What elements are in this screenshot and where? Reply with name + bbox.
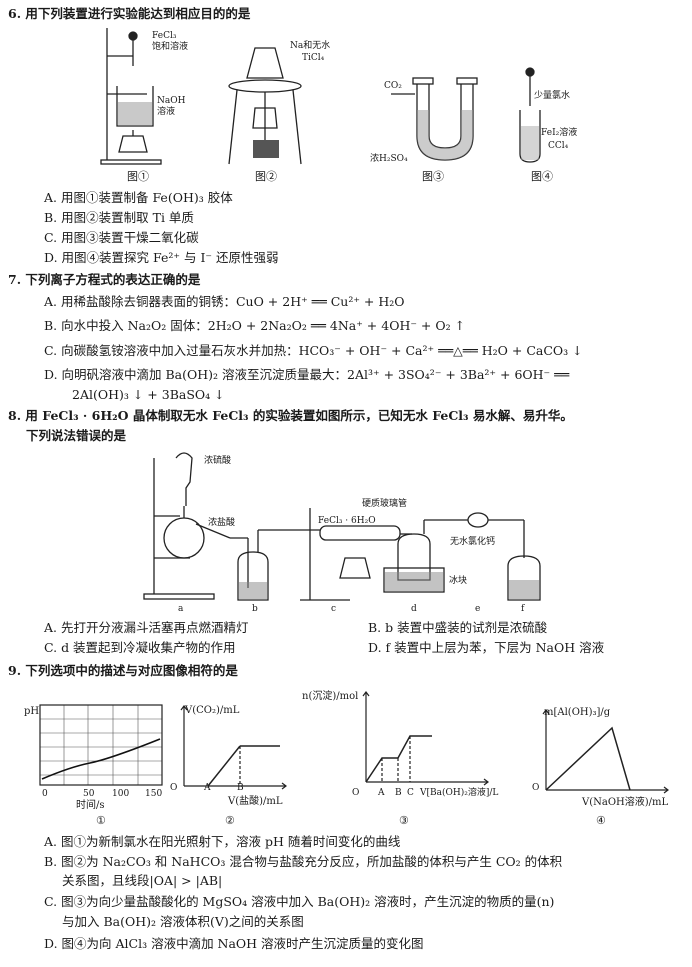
q8-stem-continued: 下列说法错误的是 — [26, 428, 127, 443]
fig4-label-chlorine: 少量氯水 — [534, 91, 571, 101]
fig3-label-h2so4: 浓H₂SO₄ — [370, 154, 408, 164]
q9-graph-2-co2-volume — [180, 705, 287, 790]
q6-figure-2-apparatus — [228, 47, 302, 165]
q9-option-b: B. 图②为 Na₂CO₃ 和 NaHCO₃ 混合物与盐酸充分反应，所加盐酸的体… — [44, 854, 563, 869]
q8-label-a: a — [178, 604, 184, 614]
q8-label-f: f — [521, 604, 525, 614]
fig4-label-fei2: FeI₂溶液 — [541, 128, 578, 138]
q9-option-d: D. 图④为向 AlCl₃ 溶液中滴加 NaOH 溶液时产生沉淀质量的变化图 — [44, 936, 424, 951]
fig3-label-co2: CO₂ — [384, 81, 402, 91]
fig2-label-ticl4: TiCl₄ — [302, 53, 325, 63]
q6-option-d: D. 用图④装置探究 Fe²⁺ 与 I⁻ 还原性强弱 — [44, 250, 279, 265]
q8-apparatus-diagram — [143, 452, 541, 601]
g1-caption: ① — [96, 814, 106, 827]
q8-label-b: b — [252, 604, 258, 614]
q9-stem: 9. 下列选项中的描述与对应图像相符的是 — [8, 663, 238, 678]
q7-option-b: B. 向水中投入 Na₂O₂ 固体：2H₂O + 2Na₂O₂ ══ 4Na⁺ … — [44, 318, 466, 333]
q8-option-d: D. f 装置中上层为苯，下层为 NaOH 溶液 — [368, 640, 605, 655]
q6-figure-1-apparatus — [100, 28, 162, 165]
q8-label-fecl3: FeCl₃ · 6H₂O — [318, 516, 376, 526]
fig1-label-naoh: NaOH — [157, 96, 186, 106]
g4-xlabel: V(NaOH溶液)/mL — [582, 797, 669, 808]
q7-option-a: A. 用稀盐酸除去铜器表面的铜锈：CuO + 2H⁺ ══ Cu²⁺ + H₂O — [44, 294, 405, 309]
q6-figure-3-u-tube — [391, 77, 478, 161]
fig1-label-fecl3: FeCl₃ — [152, 31, 177, 41]
q9-option-c-continued: 与加入 Ba(OH)₂ 溶液体积(V)之间的关系图 — [62, 914, 304, 929]
q9-option-b-continued: 关系图，且线段|OA| > |AB| — [62, 873, 223, 888]
q9-graph-4-aloh3-mass — [542, 709, 669, 794]
g1-tick-100: 100 — [112, 789, 130, 799]
q7-option-d: D. 向明矾溶液中滴加 Ba(OH)₂ 溶液至沉淀质量最大：2Al³⁺ + 3S… — [44, 367, 570, 382]
g1-tick-150: 150 — [145, 789, 163, 799]
q6-option-c: C. 用图③装置干燥二氧化碳 — [44, 230, 199, 245]
q9-option-c: C. 图③为向少量盐酸酸化的 MgSO₄ 溶液中加入 Ba(OH)₂ 溶液时，产… — [44, 894, 555, 909]
q8-label-ice: 冰块 — [449, 576, 468, 586]
fig2-caption: 图② — [255, 170, 277, 183]
q6-option-b: B. 用图②装置制取 Ti 单质 — [44, 210, 194, 225]
q7-option-c: C. 向碳酸氢铵溶液中加入过量石灰水并加热：HCO₃⁻ + OH⁻ + Ca²⁺… — [44, 343, 583, 358]
g3-point-a: A — [378, 788, 385, 798]
q7-option-d-continued: 2Al(OH)₃ ↓ + 3BaSO₄ ↓ — [72, 387, 225, 402]
q9-option-a: A. 图①为新制氯水在阳光照射下，溶液 pH 随着时间变化的曲线 — [44, 834, 401, 849]
q7-stem: 7. 下列离子方程式的表达正确的是 — [8, 272, 201, 287]
fig4-label-ccl4: CCl₄ — [548, 141, 569, 151]
g3-origin: O — [352, 788, 360, 798]
q6-figure-4-test-tube — [519, 67, 541, 163]
g2-ylabel: V(CO₂)/mL — [185, 705, 240, 716]
g3-ylabel: n(沉淀)/mol — [302, 691, 359, 702]
q9-graph-3-precipitate-moles — [362, 691, 489, 786]
q8-label-e: e — [475, 604, 481, 614]
q8-label-conc-hcl: 浓盐酸 — [208, 518, 236, 528]
g1-xlabel: 时间/s — [76, 800, 105, 811]
fig1-caption: 图① — [127, 170, 149, 183]
g2-caption: ② — [225, 814, 235, 827]
fig3-caption: 图③ — [422, 170, 444, 183]
g2-xlabel: V(盐酸)/mL — [228, 796, 283, 807]
fig1-label-saturated: 饱和溶液 — [152, 42, 189, 52]
g2-point-b: B — [237, 783, 244, 793]
q8-option-b: B. b 装置中盛装的试剂是浓硫酸 — [368, 620, 548, 635]
g2-point-a: A — [204, 783, 211, 793]
q9-graph-1-ph-curve — [39, 704, 163, 786]
q8-option-a: A. 先打开分液漏斗活塞再点燃酒精灯 — [44, 620, 249, 635]
g3-xlabel: V[Ba(OH)₂溶液]/L — [420, 788, 499, 798]
g1-tick-50: 50 — [83, 789, 95, 799]
q8-label-d: d — [411, 604, 417, 614]
q6-stem: 6. 用下列装置进行实验能达到相应目的的是 — [8, 6, 251, 21]
q8-option-c: C. d 装置起到冷凝收集产物的作用 — [44, 640, 236, 655]
q8-label-c: c — [331, 604, 337, 614]
g4-caption: ④ — [596, 814, 606, 827]
fig4-caption: 图④ — [531, 170, 553, 183]
fig2-label-na: Na和无水 — [290, 41, 331, 51]
q8-label-cacl2: 无水氯化钙 — [450, 537, 496, 547]
g4-ylabel: m[Al(OH)₃]/g — [544, 707, 611, 718]
g2-origin: O — [170, 783, 178, 793]
g3-point-b: B — [395, 788, 402, 798]
g4-origin: O — [532, 783, 540, 793]
g3-point-c: C — [407, 788, 414, 798]
q6-option-a: A. 用图①装置制备 Fe(OH)₃ 胶体 — [44, 190, 233, 205]
q8-label-tube: 硬质玻璃管 — [362, 499, 408, 509]
q8-label-conc-h2so4: 浓硫酸 — [204, 456, 232, 466]
g1-tick-0: 0 — [42, 789, 48, 799]
g3-caption: ③ — [399, 814, 409, 827]
fig1-label-solution: 溶液 — [157, 107, 176, 117]
q8-stem: 8. 用 FeCl₃ · 6H₂O 晶体制取无水 FeCl₃ 的实验装置如图所示… — [8, 408, 573, 423]
g1-ylabel: pH — [24, 706, 40, 717]
